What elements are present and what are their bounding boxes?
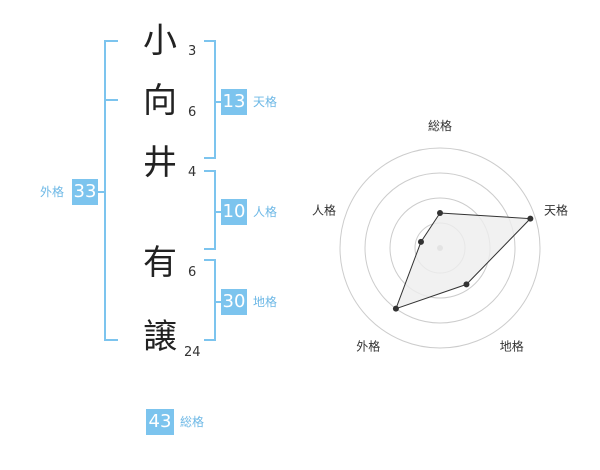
radar-point-5 — [417, 238, 424, 245]
tenkaku-label: 天格 — [253, 95, 278, 109]
stroke-count-3: 4 — [188, 165, 197, 180]
radar-point-3 — [463, 281, 470, 288]
soukaku-badge: 43 — [146, 409, 174, 435]
radar-point-2 — [527, 215, 534, 222]
radar-series-area — [395, 212, 532, 310]
radar-point-1 — [437, 210, 443, 216]
radar-point-4 — [392, 305, 399, 312]
chikaku-bracket — [214, 259, 216, 341]
radar-axis-label-4: 外格 — [356, 339, 380, 354]
chikaku-bracket-bottom — [204, 339, 216, 341]
jinkaku-bracket-tick — [214, 211, 222, 213]
name-char-3: 井 — [143, 143, 177, 183]
stroke-count-5: 24 — [184, 345, 201, 360]
name-char-4: 有 — [143, 243, 177, 283]
gaikaku-label: 外格 — [40, 185, 65, 199]
chikaku-bracket-top — [204, 259, 216, 261]
gaikaku-bracket-top — [104, 40, 118, 42]
radar-axis-label-2: 天格 — [544, 202, 568, 217]
jinkaku-badge: 10 — [221, 199, 247, 225]
tenkaku-bracket — [214, 40, 216, 159]
gaikaku-bracket-bottom — [104, 339, 118, 341]
chikaku-bracket-tick — [214, 301, 222, 303]
radar-ring — [339, 147, 541, 349]
tenkaku-bracket-tick — [214, 101, 222, 103]
name-char-1: 小 — [143, 21, 177, 61]
stroke-count-2: 6 — [188, 105, 197, 120]
radar-ring — [364, 172, 516, 324]
name-char-2: 向 — [143, 81, 177, 121]
tenkaku-bracket-top — [204, 40, 216, 42]
name-char-5: 譲 — [143, 317, 177, 357]
chikaku-label: 地格 — [253, 295, 278, 309]
tenkaku-bracket-bottom — [204, 157, 216, 159]
radar-axis-label-5: 人格 — [312, 202, 336, 217]
jinkaku-bracket-top — [204, 170, 216, 172]
stroke-count-1: 3 — [188, 44, 197, 59]
jinkaku-label: 人格 — [253, 205, 278, 219]
jinkaku-bracket-bottom — [204, 248, 216, 250]
gaikaku-bracket-tick — [98, 191, 106, 193]
gaikaku-badge: 33 — [72, 179, 98, 205]
jinkaku-bracket — [214, 170, 216, 250]
radar-axis-label-3: 地格 — [500, 339, 524, 354]
chikaku-badge: 30 — [221, 289, 247, 315]
tenkaku-badge: 13 — [221, 89, 247, 115]
stroke-count-4: 6 — [188, 265, 197, 280]
gaikaku-bracket-mid — [104, 99, 118, 101]
radar-axis-label-1: 総格 — [428, 118, 452, 133]
gaikaku-bracket — [104, 40, 106, 341]
soukaku-label: 総格 — [180, 415, 205, 429]
